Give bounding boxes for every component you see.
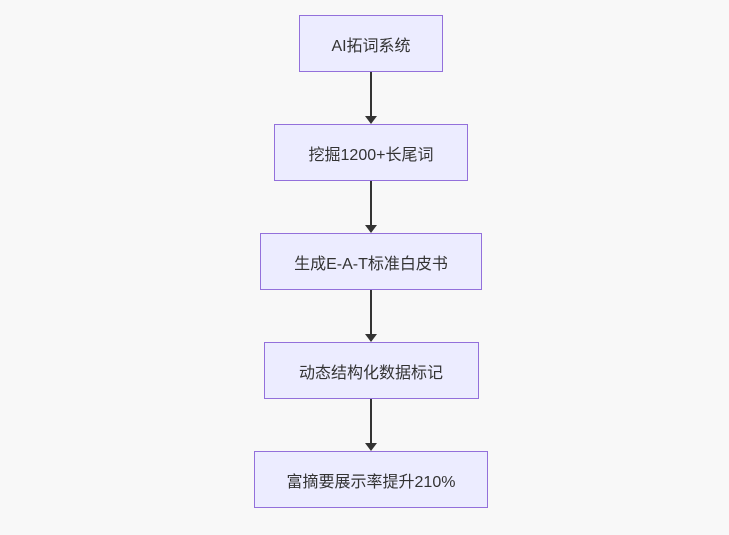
arrow-line: [370, 399, 372, 443]
flow-arrow: [365, 290, 377, 342]
node-label: 富摘要展示率提升210%: [286, 473, 456, 491]
arrow-line: [370, 181, 372, 225]
arrowhead-down-icon: [365, 334, 377, 342]
flowchart-node-structured-data-markup: 动态结构化数据标记: [263, 342, 479, 399]
flowchart-node-longtail-keywords: 挖掘1200+长尾词: [274, 124, 468, 181]
flowchart-node-ai-word-expansion: AI拓词系统: [299, 15, 443, 72]
flow-arrow: [365, 399, 377, 451]
arrow-line: [370, 290, 372, 334]
arrow-line: [370, 72, 372, 116]
node-label: 挖掘1200+长尾词: [308, 146, 434, 164]
node-label: 生成E-A-T标准白皮书: [294, 255, 448, 273]
arrowhead-down-icon: [365, 443, 377, 451]
arrowhead-down-icon: [365, 116, 377, 124]
flowchart-node-eat-whitepaper: 生成E-A-T标准白皮书: [260, 233, 482, 290]
flowchart: AI拓词系统 挖掘1200+长尾词 生成E-A-T标准白皮书 动态结构化数据标记…: [254, 15, 488, 508]
flowchart-node-rich-snippet-rate: 富摘要展示率提升210%: [254, 451, 488, 508]
node-label: 动态结构化数据标记: [298, 364, 443, 382]
flow-arrow: [365, 72, 377, 124]
arrowhead-down-icon: [365, 225, 377, 233]
flow-arrow: [365, 181, 377, 233]
node-label: AI拓词系统: [331, 37, 411, 55]
